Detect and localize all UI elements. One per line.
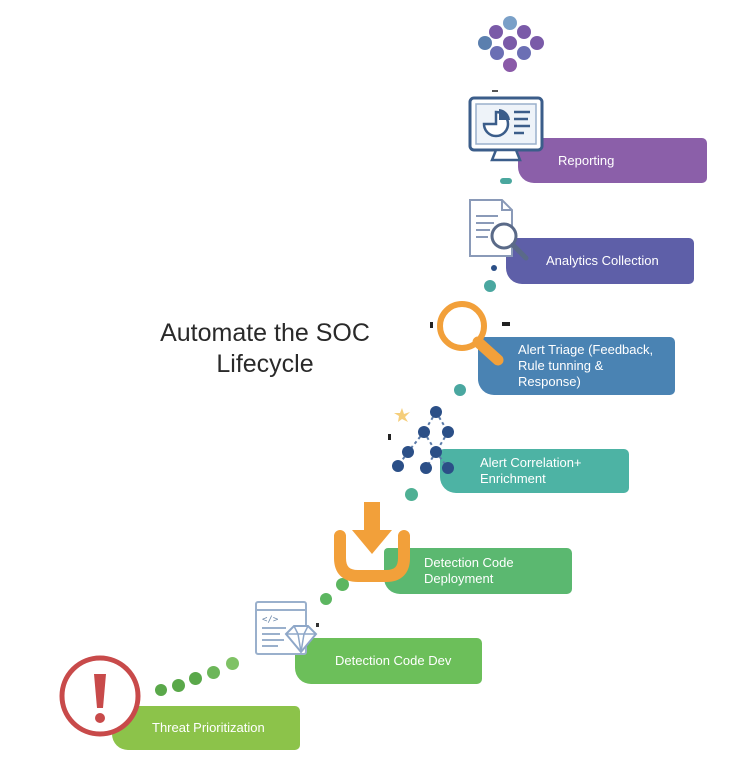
step-label: Detection Code Dev bbox=[335, 653, 452, 668]
step-detection-code-deployment: Detection Code Deployment bbox=[384, 548, 572, 594]
step-label: Alert Correlation+ Enrichment bbox=[480, 455, 582, 486]
step-detection-code-dev: Detection Code Dev bbox=[295, 638, 482, 684]
connector-dot bbox=[320, 593, 332, 605]
connector-dot bbox=[226, 657, 239, 670]
connector-dot bbox=[336, 578, 349, 591]
connector-dot bbox=[207, 666, 220, 679]
title-line-1: Automate the SOC bbox=[160, 319, 370, 347]
step-label: Analytics Collection bbox=[546, 253, 659, 268]
magnifier-icon bbox=[430, 301, 510, 366]
cluster-dot bbox=[503, 36, 517, 50]
connector-dot bbox=[484, 280, 496, 292]
step-threat-prioritization: Threat Prioritization bbox=[112, 706, 300, 750]
cluster-dot bbox=[478, 36, 492, 50]
step-label: Threat Prioritization bbox=[152, 720, 265, 735]
monitor-chart-icon bbox=[468, 90, 544, 162]
code-gem-icon: </> bbox=[255, 601, 319, 655]
cluster-dot bbox=[517, 25, 531, 39]
connector-dot bbox=[189, 672, 202, 685]
network-nodes-icon bbox=[388, 406, 454, 474]
diagram-title: Automate the SOC Lifecycle bbox=[130, 318, 400, 380]
step-alert-triage: Alert Triage (Feedback, Rule tunning & R… bbox=[478, 337, 675, 395]
connector-dot bbox=[500, 178, 512, 184]
step-alert-correlation-enrichment: Alert Correlation+ Enrichment bbox=[440, 449, 629, 493]
step-label: Detection Code Deployment bbox=[424, 555, 514, 586]
step-label: Reporting bbox=[558, 152, 615, 168]
step-reporting: Reporting bbox=[518, 138, 707, 183]
cluster-dot bbox=[517, 46, 531, 60]
svg-text:</>: </> bbox=[262, 615, 279, 625]
connector-dot bbox=[172, 679, 185, 692]
cluster-dot bbox=[503, 16, 517, 30]
cluster-dot bbox=[530, 36, 544, 50]
step-analytics-collection: Analytics Collection bbox=[506, 238, 694, 284]
connector-dot bbox=[491, 265, 497, 271]
download-tray-icon bbox=[334, 502, 410, 582]
cluster-dot bbox=[489, 25, 503, 39]
cluster-dot bbox=[503, 58, 517, 72]
cluster-dot bbox=[490, 46, 504, 60]
connector-dot bbox=[155, 684, 167, 696]
exclamation-icon bbox=[59, 655, 141, 737]
document-search-icon bbox=[469, 199, 529, 261]
title-line-2: Lifecycle bbox=[216, 350, 314, 378]
connector-dot bbox=[454, 384, 466, 396]
step-label: Alert Triage (Feedback, Rule tunning & R… bbox=[518, 342, 654, 389]
connector-dot bbox=[405, 488, 418, 501]
